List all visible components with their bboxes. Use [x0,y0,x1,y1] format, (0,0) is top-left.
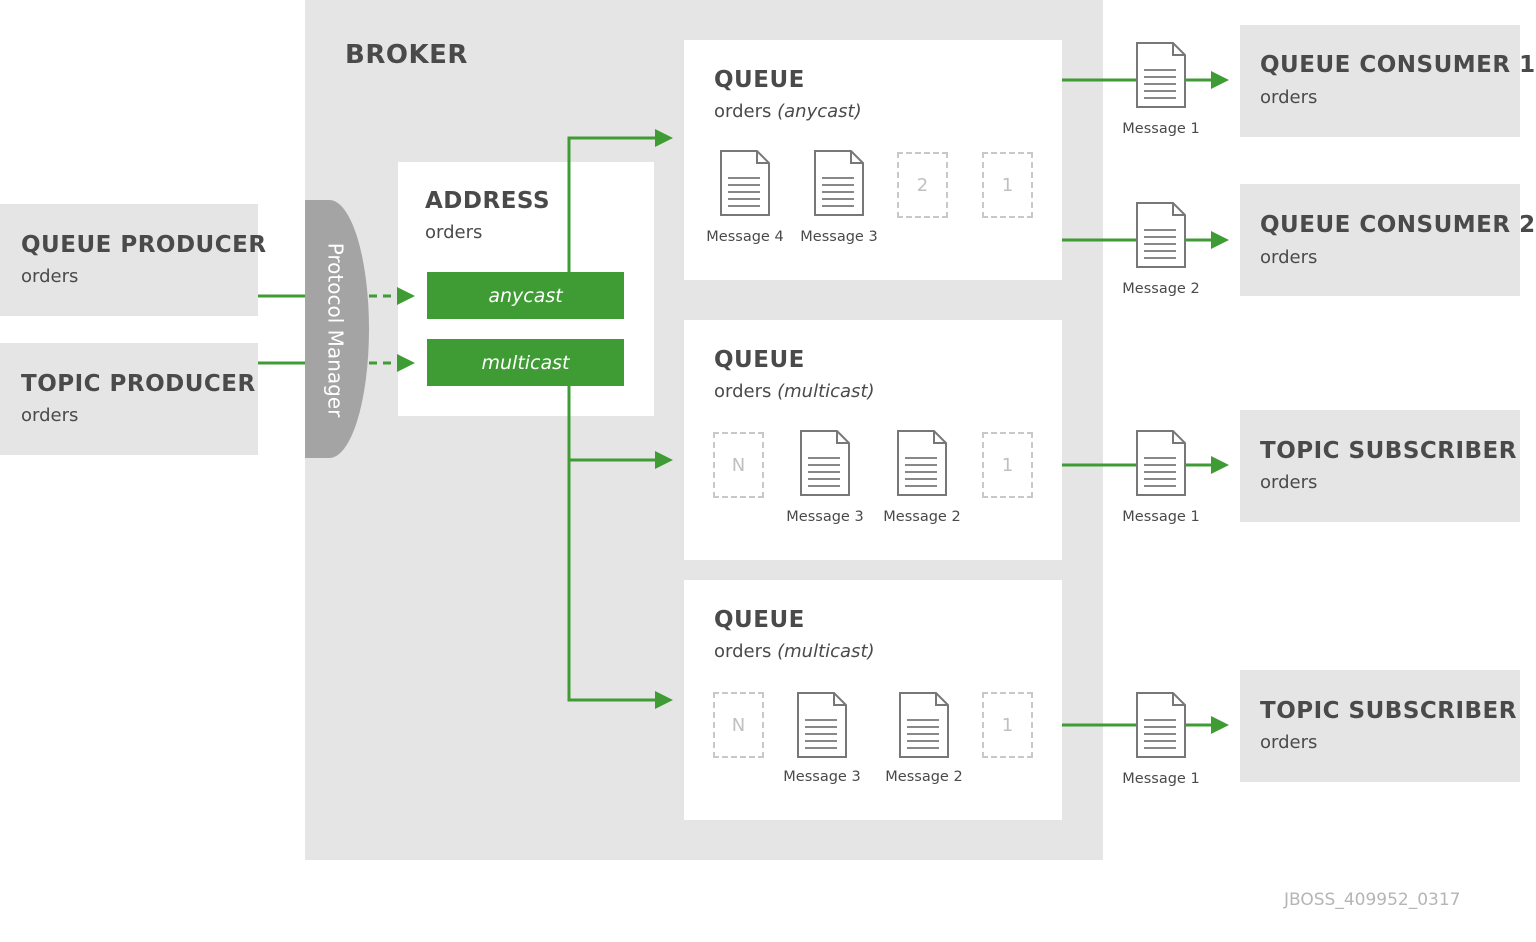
topic-producer-name: orders [21,405,79,426]
document-icon [1136,692,1186,758]
consumer-2-message: Message 2 [1122,281,1200,297]
document-icon [720,150,770,216]
queue-2-message-b: Message 2 [883,509,961,525]
queue-3-slot-a: N [713,692,764,758]
queue-1-message-a: Message 4 [706,229,784,245]
document-icon [1136,202,1186,268]
queue-1-label: orders (anycast) [714,101,862,122]
topic-subscriber-2-name: orders [1260,732,1318,753]
queue-consumer-1-title: QUEUE CONSUMER 1 [1260,52,1536,78]
queue-3-message-a: Message 3 [783,769,861,785]
document-icon [797,692,847,758]
queue-2-slot-b: 1 [982,432,1033,498]
queue-1-slot-b: 1 [982,152,1033,218]
queue-3-label: orders (multicast) [714,641,875,662]
queue-consumer-1-box [1240,25,1520,137]
topic-subscriber-1-title: TOPIC SUBSCRIBER [1260,438,1517,464]
queue-3-slot-b: 1 [982,692,1033,758]
document-icon [1136,430,1186,496]
address-name: orders [425,222,483,243]
topic-subscriber-1-box [1240,410,1520,522]
queue-consumer-1-name: orders [1260,87,1318,108]
subscriber-2-message: Message 1 [1122,771,1200,787]
queue-producer-name: orders [21,266,79,287]
topic-producer-box [0,343,258,455]
subscriber-1-message: Message 1 [1122,509,1200,525]
broker-title: BROKER [345,40,468,70]
queue-2-slot-a: N [713,432,764,498]
topic-subscriber-1-name: orders [1260,472,1318,493]
queue-producer-title: QUEUE PRODUCER [21,232,267,258]
queue-3-title: QUEUE [714,607,805,633]
document-icon [814,150,864,216]
protocol-manager [305,200,369,458]
document-icon [899,692,949,758]
topic-producer-title: TOPIC PRODUCER [21,371,256,397]
anycast-to-queue-1 [567,129,673,272]
anycast-chip: anycast [427,272,624,319]
document-icon [1136,42,1186,108]
multicast-to-queue-3 [567,386,673,709]
document-icon [800,430,850,496]
queue-2-title: QUEUE [714,347,805,373]
queue-consumer-2-box [1240,184,1520,296]
queue-1-slot-a: 2 [897,152,948,218]
queue-consumer-2-name: orders [1260,247,1318,268]
address-title: ADDRESS [425,188,551,214]
queue-2-label: orders (multicast) [714,381,875,402]
queue-consumer-2-title: QUEUE CONSUMER 2 [1260,212,1536,238]
queue-1-title: QUEUE [714,67,805,93]
queue-producer-box [0,204,258,316]
document-icon [897,430,947,496]
figure-id: JBOSS_409952_0317 [1284,890,1461,910]
queue-1-message-b: Message 3 [800,229,878,245]
queue-2-message-a: Message 3 [786,509,864,525]
queue-3-message-b: Message 2 [885,769,963,785]
topic-subscriber-2-title: TOPIC SUBSCRIBER [1260,698,1517,724]
consumer-1-message: Message 1 [1122,121,1200,137]
multicast-chip: multicast [427,339,624,386]
topic-subscriber-2-box [1240,670,1520,782]
